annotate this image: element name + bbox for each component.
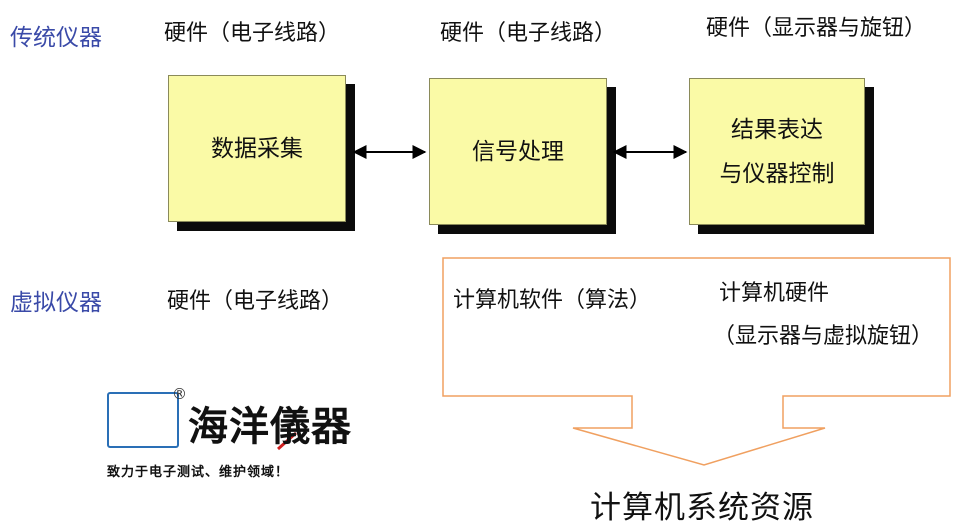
computer-software-label: 计算机软件（算法） — [453, 288, 652, 313]
computer-hardware-label: 计算机硬件 — [719, 281, 830, 306]
traditional-hw-caption-2: 硬件（电子线路） — [440, 21, 617, 46]
signal-processing-label: 信号处理 — [472, 138, 564, 165]
company-slogan: 致力于电子测试、维护领域！ — [107, 465, 290, 480]
traditional-hw-caption-3: 硬件（显示器与旋钮） — [706, 16, 927, 41]
registered-mark: ® — [172, 385, 187, 403]
company-logo-mark — [107, 392, 179, 448]
virtual-hw-caption: 硬件（电子线路） — [167, 289, 344, 314]
data-acquisition-label: 数据采集 — [211, 135, 303, 162]
computer-resources-label: 计算机系统资源 — [590, 490, 814, 526]
signal-processing-box: 信号处理 — [429, 78, 607, 225]
virtual-row-label: 虚拟仪器 — [10, 290, 102, 316]
result-control-box: 结果表达 与仪器控制 — [689, 78, 865, 225]
computer-hardware-sub-label: （显示器与虚拟旋钮） — [713, 324, 934, 349]
result-control-label-1: 结果表达 — [731, 116, 823, 143]
result-control-label-2: 与仪器控制 — [719, 160, 835, 187]
company-logo-text: 海洋儀器 — [188, 404, 352, 450]
data-acquisition-box: 数据采集 — [168, 75, 346, 222]
traditional-hw-caption-1: 硬件（电子线路） — [164, 21, 341, 46]
computer-resources-arrow — [442, 257, 951, 466]
traditional-row-label: 传统仪器 — [10, 25, 102, 51]
logo-red-stroke — [277, 431, 297, 451]
